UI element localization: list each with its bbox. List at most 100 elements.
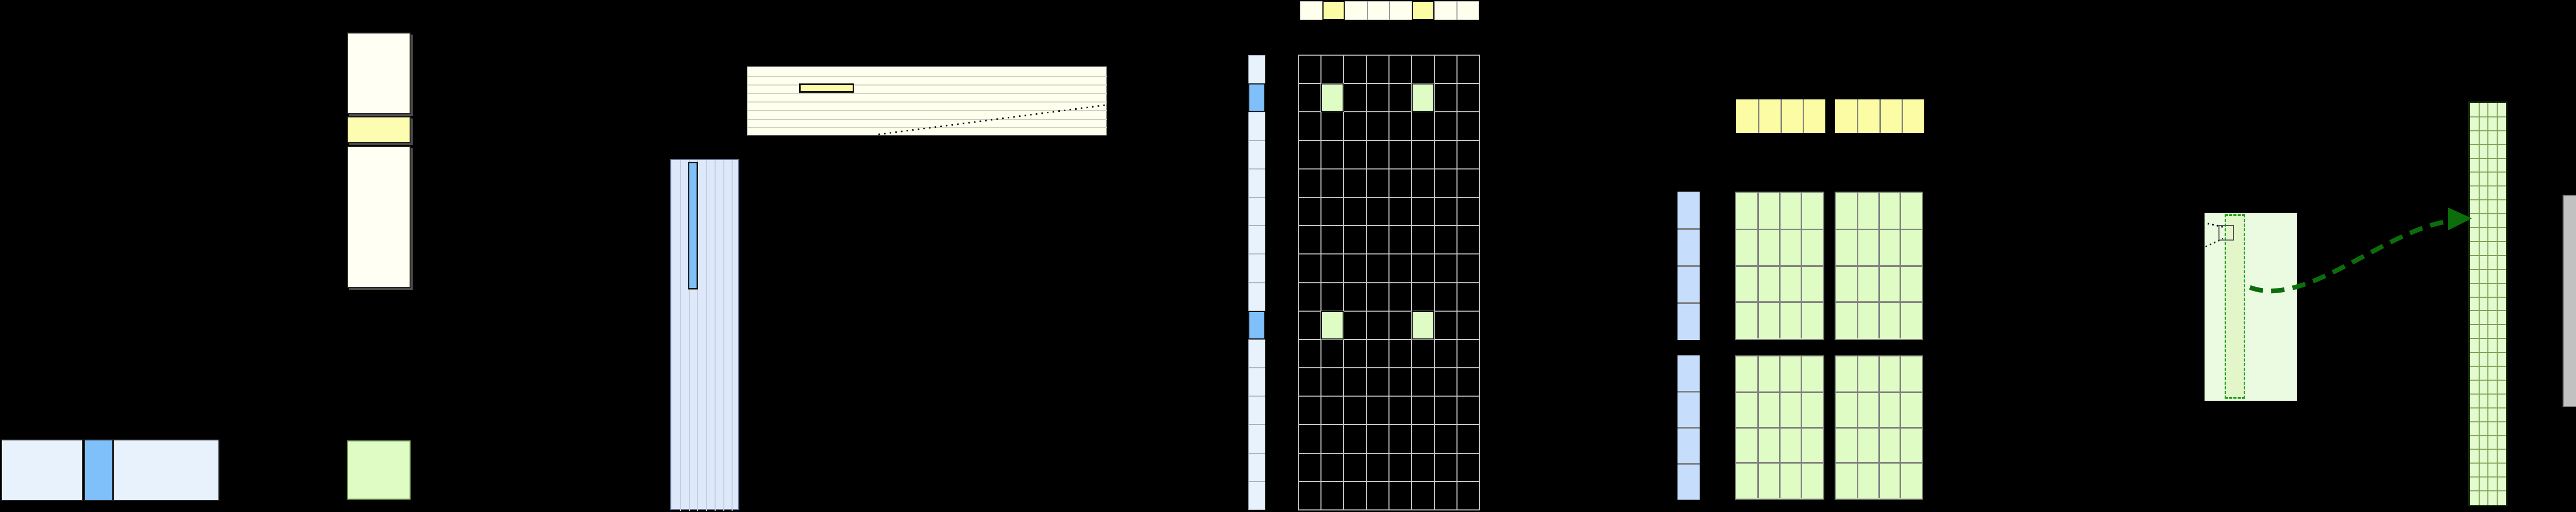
fine-line — [2470, 310, 2506, 311]
cell — [1248, 55, 1265, 84]
grid-line-h — [1298, 282, 1480, 283]
grid-line-v — [1479, 55, 1480, 510]
kv-block-header-row — [1300, 1, 1479, 20]
selected-segment — [84, 439, 113, 501]
grid-line-h — [1298, 339, 1480, 340]
fine-line — [2470, 380, 2506, 381]
key-block-bar — [1736, 99, 1825, 133]
fine-line — [2470, 324, 2506, 325]
fine-line — [2470, 116, 2506, 117]
block-line — [1857, 99, 1858, 133]
fine-line — [2470, 435, 2506, 436]
fine-line — [2470, 338, 2506, 339]
row-line — [748, 101, 1107, 103]
fine-line — [2470, 352, 2506, 353]
cell — [1248, 112, 1265, 141]
row-line — [748, 93, 1107, 94]
gather-strip — [2225, 214, 2245, 399]
selected-query-column — [688, 162, 698, 289]
stripe-line — [706, 160, 707, 511]
row-detail-box — [747, 66, 1107, 135]
cell — [1248, 168, 1265, 197]
fine-line — [2487, 103, 2488, 505]
score-grid — [1735, 355, 1824, 500]
block-line — [1677, 463, 1700, 465]
cell — [1248, 453, 1265, 482]
grid-line-h — [1298, 225, 1480, 226]
selected-cell — [1248, 311, 1265, 339]
cell — [1345, 1, 1367, 20]
fine-line — [2470, 283, 2506, 284]
block-line — [1677, 302, 1700, 304]
token-sequence-bar — [1, 439, 219, 501]
key-block-bar — [1835, 99, 1924, 133]
row-line — [748, 76, 1107, 77]
block-line — [1902, 99, 1903, 133]
grid-line-h — [1298, 424, 1480, 425]
fine-line — [2470, 490, 2506, 491]
grid-line-h — [1298, 168, 1480, 169]
block-line — [1677, 391, 1700, 392]
grid-line-h — [1298, 481, 1480, 482]
segment — [113, 439, 219, 501]
cell — [1248, 254, 1265, 283]
fine-line — [2470, 185, 2506, 186]
selected-cell — [1322, 1, 1345, 20]
key-cache-grid — [2468, 101, 2507, 506]
fine-line — [2470, 297, 2506, 298]
selected-attention-cell — [1321, 83, 1344, 112]
fine-line — [2470, 394, 2506, 395]
cell — [1248, 140, 1265, 169]
gather-handle — [2218, 225, 2234, 241]
row-line — [748, 84, 1107, 86]
fine-line — [2470, 407, 2506, 408]
cell — [1248, 481, 1265, 510]
gather-source-box — [2205, 213, 2297, 401]
block-line — [1677, 265, 1700, 267]
grid-line-h — [1298, 140, 1480, 141]
block-line — [1677, 228, 1700, 230]
selected-attention-cell — [1321, 311, 1344, 339]
block-line — [1736, 301, 1823, 303]
block-line — [1736, 229, 1823, 230]
block-line — [1836, 265, 1922, 267]
grid-line-h — [1298, 453, 1480, 454]
stripe-line — [732, 160, 733, 511]
hidden-state-box — [347, 440, 411, 500]
fine-line — [2470, 158, 2506, 159]
fine-line — [2470, 255, 2506, 256]
fine-line — [2479, 103, 2480, 505]
cell — [1300, 1, 1323, 20]
query-block-column — [1677, 355, 1700, 500]
grid-line-h — [1298, 253, 1480, 254]
stripe-line — [680, 160, 681, 511]
fine-line — [2470, 476, 2506, 477]
block-line — [1736, 427, 1823, 429]
query-block-column — [1677, 192, 1700, 340]
score-grid — [1735, 192, 1824, 340]
score-grid — [1835, 192, 1923, 340]
score-grid — [1835, 355, 1923, 500]
fine-line — [2470, 130, 2506, 131]
cell — [1456, 1, 1479, 20]
cell — [1367, 1, 1389, 20]
block-line — [1836, 229, 1922, 230]
grid-line-h — [1298, 396, 1480, 397]
fine-line — [2497, 103, 2498, 505]
selected-cell — [1412, 1, 1434, 20]
layer-stack — [347, 32, 411, 288]
cell — [1434, 1, 1457, 20]
block-line — [1836, 427, 1922, 429]
fine-line — [2470, 144, 2506, 145]
block-line — [1836, 391, 1922, 393]
fine-line — [2470, 269, 2506, 270]
row-line — [748, 119, 1107, 120]
segment — [347, 146, 411, 288]
grid-line-h — [1298, 55, 1480, 56]
selected-cell — [1248, 83, 1265, 112]
selected-segment — [347, 116, 411, 143]
stripe-line — [689, 160, 690, 511]
block-line — [1781, 99, 1782, 133]
cell — [1248, 368, 1265, 397]
